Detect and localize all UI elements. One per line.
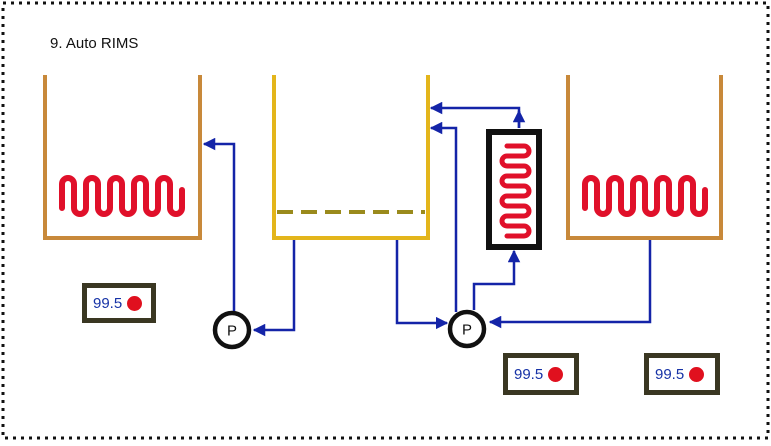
temperature-readout-mash: 99.5: [503, 353, 579, 395]
red-dot-icon: [127, 295, 143, 311]
left-vessel: [43, 75, 202, 240]
pump-2: P: [447, 309, 487, 349]
temperature-readout-right: 99.5: [644, 353, 720, 395]
pump-1: P: [212, 310, 252, 350]
pipes: [202, 101, 652, 337]
pump-1-label: P: [227, 323, 237, 340]
red-dot-icon: [548, 366, 564, 382]
rims-heating-element: [499, 143, 532, 239]
mash-tun: [272, 75, 430, 240]
right-heating-element: [582, 175, 708, 217]
readout-value: 99.5: [655, 365, 685, 383]
left-heating-element: [59, 175, 185, 217]
temperature-readout-hlt: 99.5: [82, 283, 156, 323]
pipe-pump2-to-rims: [472, 249, 521, 310]
pipe-rightvessel-to-pump2: [488, 240, 652, 329]
red-dot-icon: [689, 366, 705, 382]
right-vessel: [566, 75, 723, 240]
pipe-rims-to-mashtun: [429, 101, 521, 128]
pipe-pump1-to-hlt: [202, 137, 236, 312]
rims-heater: [486, 129, 542, 250]
pump-2-label: P: [462, 322, 472, 339]
pipe-mashtun-to-pump2: [395, 240, 449, 330]
readout-value: 99.5: [93, 294, 123, 312]
readout-value: 99.5: [514, 365, 544, 383]
diagram-title: 9. Auto RIMS: [50, 35, 139, 52]
pipe-mashtun-to-pump1: [252, 240, 296, 337]
pipe-pump2-to-mashtun: [429, 121, 458, 312]
